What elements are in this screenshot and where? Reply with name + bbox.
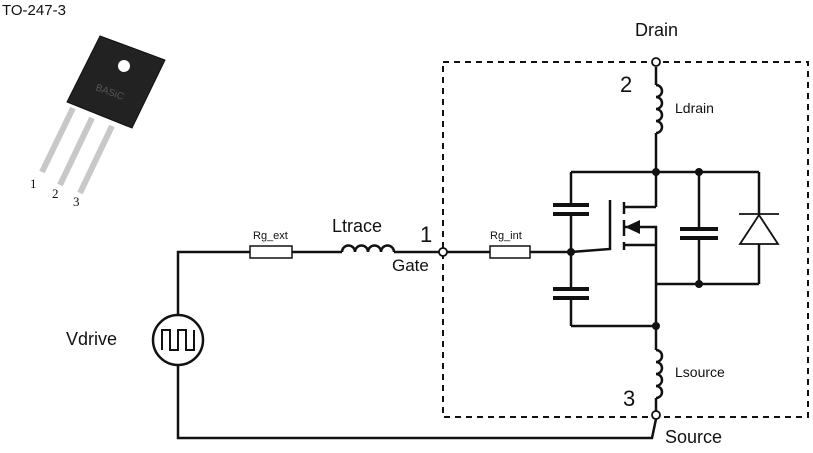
pin-3-label: 3 bbox=[623, 386, 636, 411]
gate-terminal bbox=[438, 247, 448, 257]
source-terminal bbox=[651, 410, 661, 420]
ldrain-inductor bbox=[655, 83, 664, 135]
rg-ext-label: Rg_ext bbox=[253, 230, 288, 242]
gate-label: Gate bbox=[392, 256, 429, 275]
cgd-capacitor bbox=[553, 203, 589, 216]
junction-dots bbox=[567, 168, 703, 330]
pulse-icon bbox=[161, 329, 195, 351]
lsource-inductor bbox=[655, 348, 664, 400]
pin-1-label: 1 bbox=[420, 222, 433, 247]
rg-ext-resistor bbox=[249, 245, 293, 259]
ltrace-inductor bbox=[340, 244, 396, 253]
ldrain-label: Ldrain bbox=[675, 100, 714, 116]
rg-int-resistor bbox=[489, 245, 531, 259]
package-title: TO-247-3 bbox=[2, 2, 66, 19]
lsource-label: Lsource bbox=[675, 364, 725, 380]
package-pin-3: 3 bbox=[73, 194, 80, 209]
vdrive-label: Vdrive bbox=[66, 329, 118, 349]
ltrace-label: Ltrace bbox=[332, 216, 383, 236]
package-pin-1: 1 bbox=[30, 176, 37, 191]
device-boundary bbox=[442, 61, 809, 418]
pin-2-label: 2 bbox=[620, 72, 633, 97]
body-diode bbox=[738, 213, 780, 245]
cds-capacitor bbox=[680, 227, 718, 240]
drain-terminal bbox=[651, 57, 661, 67]
rg-int-label: Rg_int bbox=[490, 230, 522, 242]
drain-label: Drain bbox=[635, 20, 679, 40]
to247-package-image: BASiC bbox=[39, 35, 166, 195]
mosfet-symbol bbox=[570, 200, 658, 326]
cgs-capacitor bbox=[553, 287, 589, 300]
package-pin-2: 2 bbox=[52, 186, 59, 201]
source-label: Source bbox=[665, 427, 723, 447]
